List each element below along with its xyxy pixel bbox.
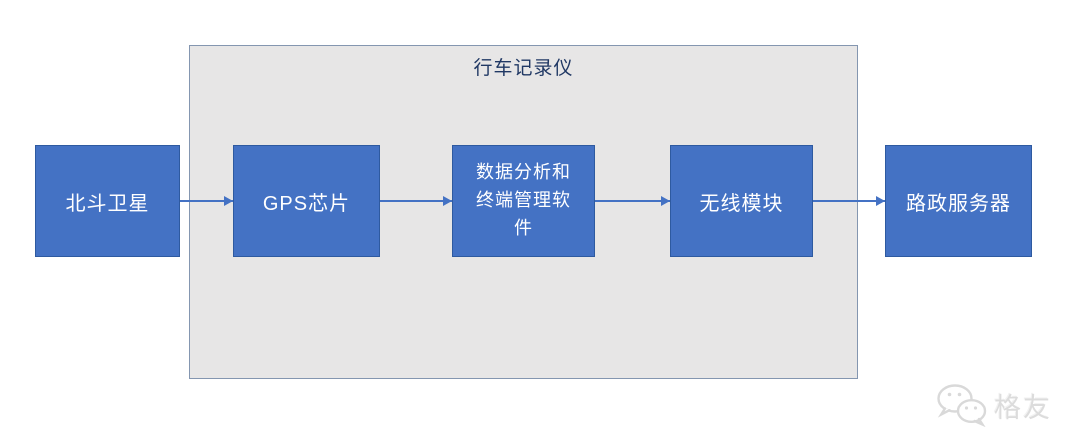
arrow-gps-to-software bbox=[380, 196, 452, 206]
node-gps-chip: GPS芯片 bbox=[233, 145, 380, 257]
node-road-admin-server: 路政服务器 bbox=[885, 145, 1032, 257]
node-wireless-module: 无线模块 bbox=[670, 145, 813, 257]
arrow-software-to-wireless bbox=[595, 196, 670, 206]
node-data-analysis-terminal-software: 数据分析和 终端管理软 件 bbox=[452, 145, 595, 257]
node-beidou-satellite: 北斗卫星 bbox=[35, 145, 180, 257]
wechat-icon bbox=[935, 383, 987, 428]
arrow-beidou-to-gps bbox=[180, 196, 233, 206]
arrow-wireless-to-server bbox=[813, 196, 885, 206]
group-title: 行车记录仪 bbox=[473, 58, 574, 79]
watermark: 格友 bbox=[935, 383, 1052, 428]
watermark-text: 格友 bbox=[994, 392, 1052, 423]
